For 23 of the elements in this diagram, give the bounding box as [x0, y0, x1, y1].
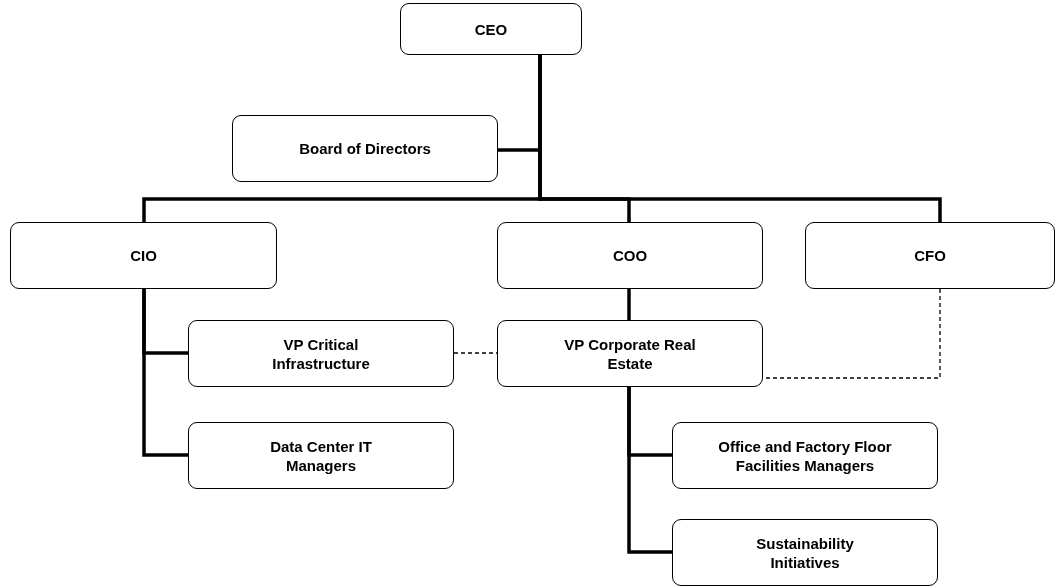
role-title: VP Corporate Real Estate — [563, 334, 697, 373]
org-box — [672, 422, 938, 489]
role-title: CIO — [130, 246, 157, 265]
role-title: Sustainability Initiatives — [755, 533, 855, 572]
org-box — [232, 115, 498, 182]
org-box — [497, 222, 763, 289]
org-box — [188, 422, 454, 489]
role-title: COO — [612, 246, 648, 265]
role-title: VP Critical Infrastructure — [271, 334, 371, 373]
org-box — [497, 320, 763, 387]
org-box — [10, 222, 277, 289]
org-box — [188, 320, 454, 387]
role-title: Office and Factory Floor Facilities Managers — [717, 436, 893, 475]
role-title: CFO — [914, 246, 946, 265]
role-title: Data Center IT Managers — [269, 436, 373, 475]
connector-line — [142, 289, 188, 457]
connector-line — [627, 387, 672, 554]
org-box — [805, 222, 1055, 289]
connector-line — [627, 289, 631, 320]
role-title: Board of Directors — [299, 139, 431, 158]
role-title: CEO — [474, 19, 508, 39]
org-box — [400, 3, 582, 55]
org-box — [672, 519, 938, 586]
